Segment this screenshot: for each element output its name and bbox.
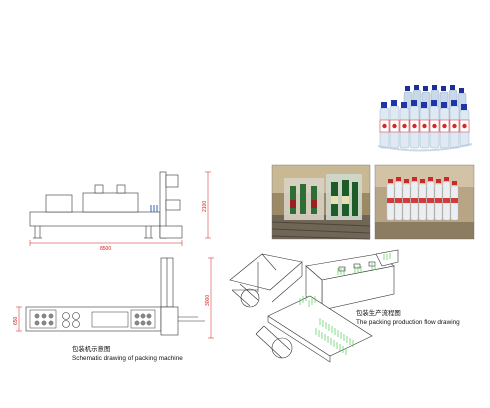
shrink-wrapped-water-bottle-pack-photo bbox=[377, 82, 474, 154]
dimension-width: 3000 bbox=[205, 295, 211, 306]
machine-side-elevation: 8500 2100 bbox=[29, 171, 211, 252]
machine-caption-chinese: 包装机示意图 bbox=[72, 344, 110, 353]
dimension-length: 8500 bbox=[100, 246, 111, 252]
machine-plan-view: 650 3000 bbox=[13, 257, 214, 339]
wrapped-bottles-on-conveyor-photo bbox=[271, 164, 371, 240]
flow-caption-english: The packing production flow drawing bbox=[356, 319, 460, 326]
bottle-pack-on-table-photo bbox=[374, 164, 475, 240]
machine-caption-english: Schematic drawing of packing machine bbox=[72, 355, 183, 362]
flow-caption-chinese: 包装生产流程图 bbox=[356, 308, 401, 317]
dimension-conveyor-width: 650 bbox=[13, 316, 19, 325]
production-flow-drawing bbox=[229, 249, 399, 363]
dimension-height: 2100 bbox=[202, 201, 208, 212]
